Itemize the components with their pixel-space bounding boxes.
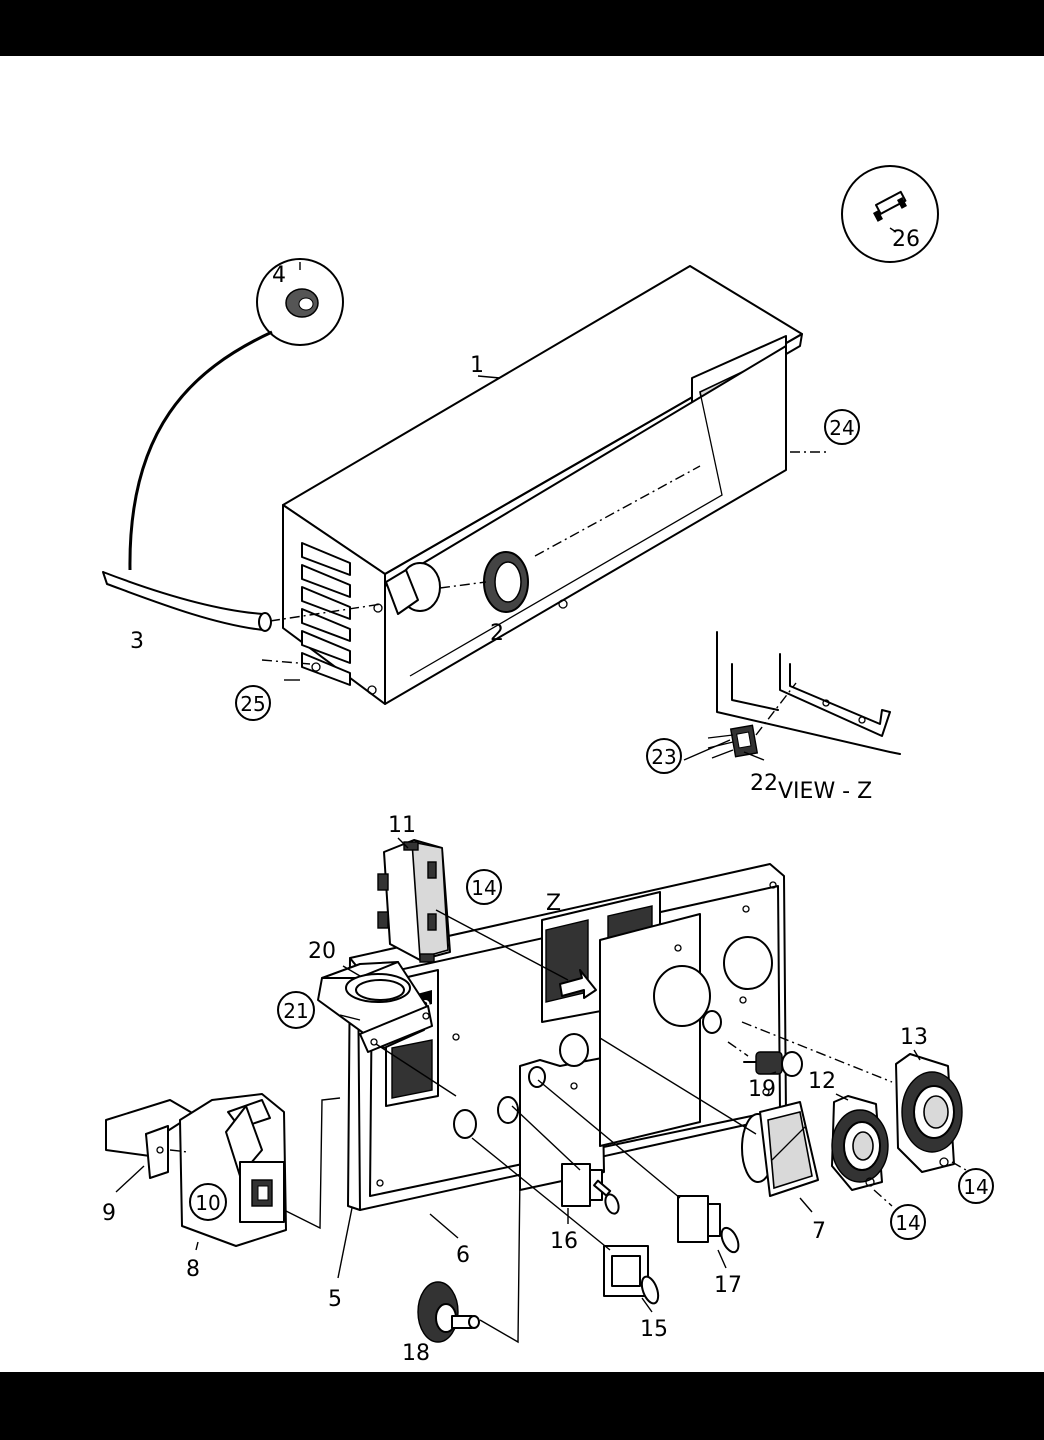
callout-22: 22	[750, 771, 778, 796]
callout-14c: 14	[963, 1175, 988, 1199]
top-black-band	[0, 0, 1044, 56]
view-z-inset	[707, 631, 901, 759]
callout-10-circle: 10	[189, 1183, 227, 1221]
callout-10: 10	[195, 1191, 220, 1215]
callout-7: 7	[812, 1219, 826, 1244]
bottom-black-band	[0, 1372, 1044, 1440]
toggle-switch-part-16	[561, 1163, 620, 1215]
callout-14-outlet: 14	[466, 869, 502, 905]
callout-21: 21	[283, 999, 308, 1023]
callout-14-receptacle-13: 14	[958, 1168, 994, 1204]
callout-14: 14	[471, 876, 496, 900]
callout-11: 11	[388, 813, 416, 838]
callouts: 1 2 3 4 5 6 7 8 9 10 11 12 13 14 14 14 1…	[102, 227, 994, 1366]
callout-21-circle: 21	[277, 991, 315, 1029]
parts-diagram: MQ	[102, 165, 994, 1366]
receptacle-part-13	[895, 1053, 963, 1173]
callout-17: 17	[714, 1273, 742, 1298]
control-box-housing	[282, 265, 803, 705]
callout-15: 15	[640, 1317, 668, 1342]
knob-part-19	[743, 1051, 803, 1077]
bracket-part-20	[317, 961, 433, 1053]
callout-14b: 14	[895, 1211, 920, 1235]
toggle-switch-part-15	[603, 1245, 660, 1305]
callout-16: 16	[550, 1229, 578, 1254]
bushing-part-2	[483, 551, 529, 613]
callout-1: 1	[470, 353, 484, 378]
z-direction-label: Z	[546, 891, 561, 916]
callout-5: 5	[328, 1287, 342, 1312]
toggle-switch-part-17	[677, 1195, 740, 1254]
callout-13: 13	[900, 1025, 928, 1050]
callout-19: 19	[748, 1077, 776, 1102]
callout-20: 20	[308, 939, 336, 964]
callout-24: 24	[829, 416, 854, 440]
callout-25: 25	[240, 692, 265, 716]
detail-circle-fuse-26	[841, 165, 939, 263]
callout-23: 23	[651, 745, 676, 769]
callout-26: 26	[892, 227, 920, 252]
callout-3: 3	[130, 629, 144, 654]
meter-part-7	[741, 1101, 819, 1197]
receptacle-part-12	[831, 1095, 889, 1191]
detail-circle-grommet-4	[256, 258, 344, 346]
front-panel-assembly: MQ	[347, 863, 787, 1211]
callout-12: 12	[808, 1069, 836, 1094]
callout-18: 18	[402, 1341, 430, 1366]
callout-24-circle: 24	[824, 409, 860, 445]
callout-14-receptacle-12: 14	[890, 1204, 926, 1240]
callout-6: 6	[456, 1243, 470, 1268]
callout-8: 8	[186, 1257, 200, 1282]
view-z-title: VIEW - Z	[778, 779, 872, 804]
callout-4: 4	[272, 263, 286, 288]
callout-23-circle: 23	[646, 738, 682, 774]
callout-25-circle: 25	[235, 685, 271, 721]
z-direction-arrow	[559, 969, 597, 999]
plug-part-18	[417, 1281, 480, 1343]
cable-part-3	[102, 330, 273, 632]
callout-2: 2	[490, 621, 504, 646]
outlet-part-11	[377, 839, 451, 963]
callout-9: 9	[102, 1201, 116, 1226]
breaker-part-8	[105, 1093, 287, 1247]
